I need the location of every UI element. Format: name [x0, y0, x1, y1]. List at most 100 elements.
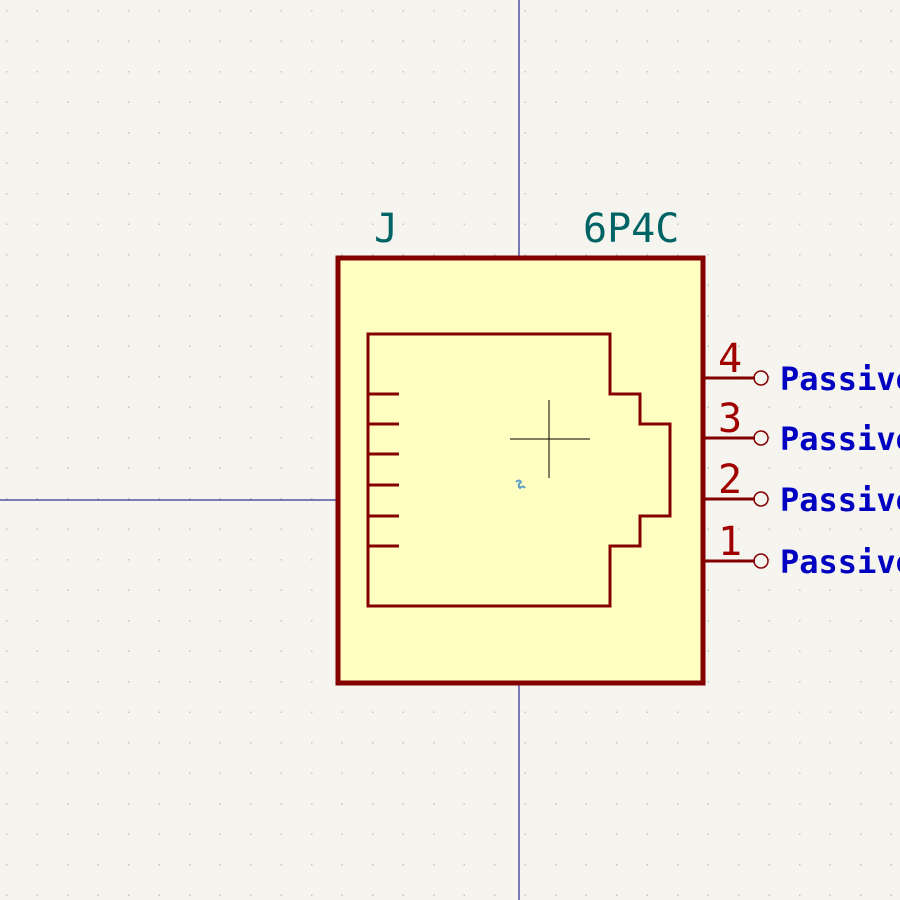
grid-dot	[768, 71, 770, 73]
grid-dot	[189, 376, 191, 378]
symbol-body[interactable]	[335, 255, 706, 686]
grid-dot	[97, 894, 99, 896]
grid-dot	[616, 742, 618, 744]
grid-dot	[616, 10, 618, 12]
pin-1[interactable]: 1 Passive	[703, 519, 900, 581]
grid-dot	[860, 681, 862, 683]
grid-dot	[280, 40, 282, 42]
grid-dot	[341, 772, 343, 774]
grid-dot	[341, 132, 343, 134]
grid-dot	[829, 223, 831, 225]
grid-dot	[738, 345, 740, 347]
grid-dot	[555, 193, 557, 195]
grid-dot	[219, 71, 221, 73]
grid-dot	[6, 40, 8, 42]
grid-dot	[585, 803, 587, 805]
grid-dot	[250, 223, 252, 225]
grid-dot	[829, 40, 831, 42]
grid-dot	[738, 10, 740, 12]
grid-dot	[250, 742, 252, 744]
grid-dot	[829, 528, 831, 530]
grid-dot	[768, 498, 770, 500]
grid-dot	[250, 132, 252, 134]
grid-dot	[372, 40, 374, 42]
grid-dot	[616, 193, 618, 195]
grid-dot	[616, 132, 618, 134]
grid-dot	[280, 833, 282, 835]
grid-dots	[6, 10, 892, 896]
grid-dot	[829, 864, 831, 866]
grid-dot	[616, 894, 618, 896]
grid-dot	[341, 894, 343, 896]
grid-dot	[97, 864, 99, 866]
reference-field[interactable]: J	[374, 206, 398, 252]
pin-3[interactable]: 3 Passive	[703, 396, 900, 458]
grid-dot	[128, 681, 130, 683]
grid-dot	[402, 742, 404, 744]
grid-dot	[616, 864, 618, 866]
grid-dot	[97, 620, 99, 622]
grid-dot	[768, 894, 770, 896]
grid-dot	[768, 10, 770, 12]
grid-dot	[341, 803, 343, 805]
grid-dot	[67, 803, 69, 805]
grid-dot	[768, 162, 770, 164]
grid-dot	[67, 437, 69, 439]
grid-dot	[707, 162, 709, 164]
grid-dot	[67, 711, 69, 713]
grid-dot	[250, 254, 252, 256]
grid-dot	[829, 345, 831, 347]
grid-dot	[189, 681, 191, 683]
grid-dot	[67, 40, 69, 42]
grid-dot	[36, 681, 38, 683]
grid-dot	[707, 10, 709, 12]
grid-dot	[677, 223, 679, 225]
grid-dot	[463, 71, 465, 73]
grid-dot	[494, 223, 496, 225]
grid-dot	[280, 223, 282, 225]
pin-2[interactable]: 2 Passive	[703, 457, 900, 519]
grid-dot	[799, 345, 801, 347]
grid-dot	[36, 650, 38, 652]
grid-dot	[311, 284, 313, 286]
pin-4[interactable]: 4 Passive	[703, 336, 900, 398]
grid-dot	[616, 71, 618, 73]
grid-dot	[280, 864, 282, 866]
grid-dot	[890, 772, 892, 774]
grid-dot	[738, 681, 740, 683]
grid-dot	[524, 864, 526, 866]
grid-dot	[585, 254, 587, 256]
grid-dot	[829, 406, 831, 408]
grid-dot	[311, 894, 313, 896]
grid-dot	[189, 772, 191, 774]
grid-dot	[860, 437, 862, 439]
grid-dot	[189, 864, 191, 866]
grid-dot	[128, 467, 130, 469]
grid-dot	[860, 162, 862, 164]
grid-dot	[829, 101, 831, 103]
grid-dot	[677, 864, 679, 866]
grid-dot	[97, 254, 99, 256]
grid-dot	[524, 101, 526, 103]
grid-dot	[677, 40, 679, 42]
grid-dot	[67, 162, 69, 164]
grid-dot	[768, 711, 770, 713]
pin-type: Passive	[780, 360, 900, 398]
grid-dot	[860, 132, 862, 134]
grid-dot	[280, 620, 282, 622]
grid-dot	[860, 498, 862, 500]
value-field[interactable]: 6P4C	[583, 206, 679, 252]
grid-dot	[158, 284, 160, 286]
grid-dot	[158, 71, 160, 73]
grid-dot	[36, 467, 38, 469]
grid-dot	[341, 864, 343, 866]
grid-dot	[799, 559, 801, 561]
grid-dot	[799, 620, 801, 622]
grid-dot	[738, 40, 740, 42]
grid-dot	[738, 132, 740, 134]
grid-dot	[829, 315, 831, 317]
grid-dot	[67, 498, 69, 500]
grid-dot	[6, 711, 8, 713]
grid-dot	[799, 10, 801, 12]
